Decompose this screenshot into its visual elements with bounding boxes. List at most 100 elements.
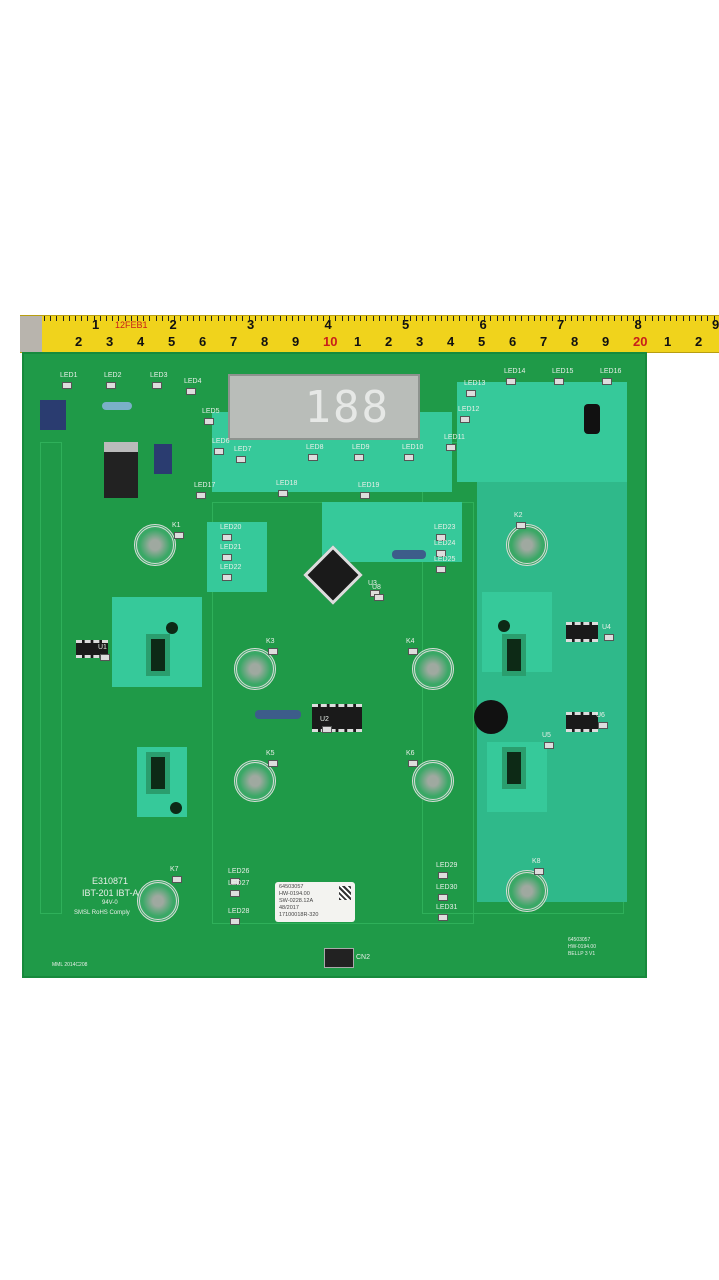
component-label: K1 [172,522,181,529]
component-label: LED13 [464,380,486,387]
smd-component [598,722,608,729]
buzzer [474,700,508,734]
ruler-tick [186,316,188,321]
cm-label: 8 [261,334,269,349]
component-label: LED1 [60,372,78,379]
cm-label: 8 [571,334,579,349]
ruler-tick [471,316,473,321]
ruler-tick [440,316,442,321]
slot [502,747,526,789]
ruler-tick [496,316,498,321]
ruler-tick [409,316,411,321]
smd-component [554,378,564,385]
ruler-tick [366,316,368,321]
smd-component [446,444,456,451]
cm-label: 2 [385,334,393,349]
smd-component [268,760,278,767]
ruler-tick [645,316,647,321]
ruler-tick [87,316,89,321]
cm-label: 6 [199,334,207,349]
touch-spring-k8 [506,870,548,912]
ruler-tick [267,316,269,321]
sticker-line: SW-0228.12A [279,898,314,904]
cm-label: 3 [106,334,114,349]
board-mark: BELLP 3 V1 [568,951,596,957]
component-label: LED18 [276,480,298,487]
ruler-tick [608,316,610,321]
ruler-tick [713,316,715,321]
smd-component [354,454,364,461]
ruler-tick [527,316,529,321]
mounting-hole [498,620,510,632]
slot [502,634,526,676]
smd-component [534,868,544,875]
ruler-tick [180,316,182,321]
ruler-tick [354,316,355,321]
measuring-tape: 12FEB1 123456789234567891012345678920123 [20,315,719,353]
inch-label: 3 [247,317,255,332]
sticker-line: 64503057 [279,884,304,890]
component-label: LED21 [220,544,242,551]
ruler-tick [50,316,52,321]
smd-component [604,634,614,641]
smd-component [100,654,110,661]
ruler-tick [626,316,628,321]
component-label: LED5 [202,408,220,415]
ruler-tick [564,316,566,321]
ruler-tick [261,316,262,321]
ruler-tick [248,316,250,321]
component-label: U4 [602,624,611,631]
ruler-tick [428,316,430,321]
board-mark: HW-0194.00 [568,944,596,950]
component-label: LED17 [194,482,216,489]
trace [40,442,62,914]
ruler-tick [502,316,504,321]
component-label: LED22 [220,564,242,571]
ruler-tick [68,316,70,321]
component-label: LED28 [228,908,250,915]
smd-component [360,492,370,499]
seven-segment-display: 188 [228,374,420,440]
cert-text: SMSL RoHS Comply [74,910,130,916]
jumper [584,404,600,434]
ruler-tick [434,316,436,321]
component-label: LED14 [504,368,526,375]
smd-component [404,454,414,461]
cm-label: 9 [602,334,610,349]
ruler-tick [676,316,678,321]
tape-hook [20,316,42,352]
cm-label: 20 [633,334,648,349]
ruler-tick [242,316,244,321]
cm-label: 6 [509,334,517,349]
component-label: LED15 [552,368,574,375]
component-label: LED20 [220,524,242,531]
ruler-tick [707,316,709,321]
ruler-tick [682,316,684,321]
ruler-tick [230,316,231,321]
cm-label: 7 [540,334,548,349]
ruler-tick [552,316,554,321]
ruler-tick [546,316,548,321]
smd-component [466,390,476,397]
inch-label: 4 [324,317,332,332]
component-label: LED30 [436,884,458,891]
component-label: LED4 [184,378,202,385]
ruler-tick [360,316,362,321]
ruler-tick [577,316,579,321]
inch-label: 8 [634,317,642,332]
component-label: LED23 [434,524,456,531]
cm-label: 2 [75,334,83,349]
cert-text: IBT-201 IBT-A [82,888,139,898]
smd-component [174,532,184,539]
crystal [392,550,426,559]
touch-spring-k7 [137,880,179,922]
component-label: LED8 [306,444,324,451]
ruler-tick [509,316,510,321]
ruler-tick [695,316,696,321]
cm-label: 7 [230,334,238,349]
cm-label: 10 [323,334,338,349]
component-label: LED7 [234,446,252,453]
ruler-tick [205,316,207,321]
component-label: LED10 [402,444,424,451]
inch-label: 7 [557,317,565,332]
